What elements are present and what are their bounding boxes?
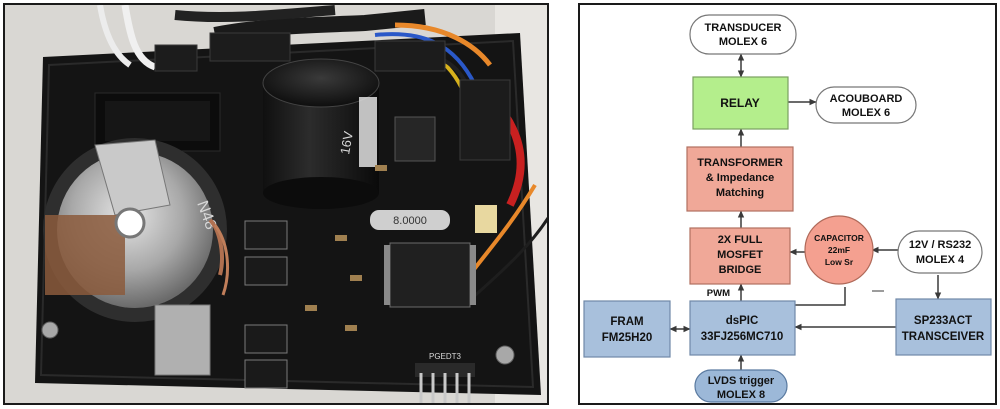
node-capacitor-line-3: Low Sr — [825, 257, 854, 267]
node-fram-line-2: FM25H20 — [602, 332, 653, 344]
node-sp233: SP233ACT TRANSCEIVER — [895, 298, 992, 356]
node-capacitor-shape — [804, 215, 874, 285]
edge-capacitor-dspic — [786, 287, 846, 317]
node-acouboard-shape — [815, 86, 917, 124]
node-sp233-line-1: SP233ACT — [914, 315, 972, 327]
node-transducer-shape — [689, 14, 797, 55]
pcb-illustration: 16V 8.0000 N48 PGEDT3 — [5, 5, 547, 403]
node-relay-line-1: RELAY — [720, 96, 760, 110]
node-transformer-shape — [686, 146, 794, 212]
diagram-nodes: TRANSDUCER MOLEX 6 RELAY ACOUBOARD MOLEX 6… — [583, 14, 992, 403]
node-bridge-line-2: MOSFET — [717, 249, 763, 261]
header-marking: PGEDT3 — [429, 352, 462, 361]
crystal-marking: 8.0000 — [393, 215, 427, 227]
node-transducer-line-1: TRANSDUCER — [705, 22, 782, 34]
node-sp233-line-2: TRANSCEIVER — [902, 331, 985, 343]
node-transducer-label: TRANSDUCER MOLEX 6 — [705, 22, 782, 48]
node-sp233-label: SP233ACT TRANSCEIVER — [902, 315, 985, 343]
node-dspic-shape — [689, 300, 796, 356]
node-power-line-2: MOLEX 4 — [916, 254, 965, 266]
node-dspic-label: dsPIC 33FJ256MC710 — [701, 315, 783, 343]
node-bridge-shape — [689, 227, 791, 285]
node-transformer-line-1: TRANSFORMER — [697, 157, 783, 169]
node-fram-label: FRAM FM25H20 — [602, 316, 653, 344]
node-capacitor-line-2: 22mF — [828, 245, 850, 255]
node-relay-label: RELAY — [720, 96, 760, 110]
node-dspic-line-2: 33FJ256MC710 — [701, 331, 783, 343]
node-acouboard-label: ACOUBOARD MOLEX 6 — [830, 93, 903, 119]
block-diagram: TRANSDUCER MOLEX 6 RELAY ACOUBOARD MOLEX 6… — [578, 3, 997, 405]
node-relay-shape — [692, 76, 789, 130]
mcu-chip — [389, 242, 471, 308]
node-lvds-shape — [694, 369, 788, 403]
node-bridge: 2X FULL MOSFET BRIDGE — [689, 227, 791, 285]
node-lvds-line-1: LVDS trigger — [708, 375, 775, 387]
node-power-shape — [897, 230, 983, 274]
node-bridge-line-3: BRIDGE — [719, 264, 762, 276]
crystal-component — [370, 210, 450, 230]
node-fram: FRAM FM25H20 — [583, 300, 671, 358]
node-acouboard: ACOUBOARD MOLEX 6 — [815, 86, 917, 124]
node-dspic: dsPIC 33FJ256MC710 — [689, 300, 796, 356]
node-bridge-label: 2X FULL MOSFET BRIDGE — [717, 234, 763, 276]
node-relay: RELAY — [692, 76, 789, 130]
node-transformer-line-3: Matching — [716, 187, 764, 199]
node-fram-line-1: FRAM — [610, 316, 643, 328]
node-capacitor: CAPACITOR 22mF Low Sr — [804, 215, 874, 285]
node-sp233-shape — [895, 298, 992, 356]
node-fram-shape — [583, 300, 671, 358]
pwm-label: PWM — [707, 288, 730, 299]
node-capacitor-line-1: CAPACITOR — [814, 233, 864, 243]
pcb-photo: 16V 8.0000 N48 PGEDT3 — [3, 3, 549, 405]
node-bridge-line-1: 2X FULL — [718, 234, 763, 246]
node-transformer-line-2: & Impedance — [706, 172, 774, 184]
node-dspic-line-1: dsPIC — [726, 315, 759, 327]
block-diagram-canvas: TRANSDUCER MOLEX 6 RELAY ACOUBOARD MOLEX 6… — [583, 14, 992, 403]
node-transducer-line-2: MOLEX 6 — [719, 36, 767, 48]
node-lvds-line-2: MOLEX 8 — [717, 389, 765, 401]
node-power-line-1: 12V / RS232 — [909, 239, 971, 251]
node-transducer: TRANSDUCER MOLEX 6 — [689, 14, 797, 55]
node-acouboard-line-1: ACOUBOARD — [830, 93, 903, 105]
node-capacitor-label: CAPACITOR 22mF Low Sr — [814, 233, 864, 267]
node-acouboard-line-2: MOLEX 6 — [842, 107, 890, 119]
capacitor-marking: 16V — [337, 130, 356, 156]
